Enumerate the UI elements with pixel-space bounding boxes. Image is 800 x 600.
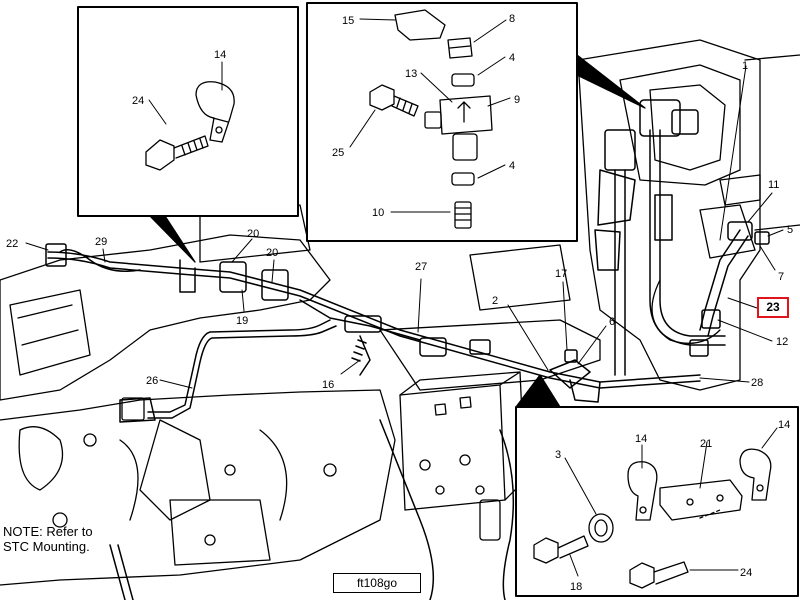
callout-2: 2 xyxy=(492,295,498,307)
callout-8: 8 xyxy=(509,13,515,25)
inset-clamp-detail xyxy=(77,6,299,263)
callout-28: 28 xyxy=(751,377,763,389)
inset-fitting-detail xyxy=(306,2,646,242)
callout-leader-lines xyxy=(25,18,784,577)
callout-19: 19 xyxy=(236,315,248,327)
callout-1: 1 xyxy=(742,60,748,72)
callout-14-inset-top: 14 xyxy=(214,49,226,61)
callout-4-lower: 4 xyxy=(509,160,515,172)
callout-5: 5 xyxy=(787,224,793,236)
callout-14-inset-bottom-mid: 14 xyxy=(635,433,647,445)
callout-13: 13 xyxy=(405,68,417,80)
callout-17: 17 xyxy=(555,268,567,280)
callout-14-inset-bottom-right: 14 xyxy=(778,419,790,431)
inset-bracket-detail xyxy=(515,374,799,597)
callout-6: 6 xyxy=(609,316,615,328)
callout-12: 12 xyxy=(776,336,788,348)
callout-11: 11 xyxy=(768,179,779,191)
callout-23-highlight-box xyxy=(757,297,789,318)
engine-body-drawing xyxy=(0,39,800,586)
callout-18: 18 xyxy=(570,581,582,593)
callout-26: 26 xyxy=(146,375,158,387)
callout-27: 27 xyxy=(415,261,427,273)
fuel-line-assembly xyxy=(45,99,770,600)
callout-23: 23 xyxy=(766,300,780,314)
callout-numbers: 1 2 3 4 4 5 6 7 8 9 10 11 12 13 14 14 14… xyxy=(6,13,793,593)
callout-16: 16 xyxy=(322,379,334,391)
callout-21: 21 xyxy=(700,438,712,450)
callout-25: 25 xyxy=(332,147,344,159)
callout-9: 9 xyxy=(514,94,520,106)
callout-24-inset-bottom: 24 xyxy=(740,567,752,579)
callout-20-right: 20 xyxy=(266,247,278,259)
callout-22: 22 xyxy=(6,238,18,250)
callout-20-left: 20 xyxy=(247,228,259,240)
mounting-note: NOTE: Refer to STC Mounting. xyxy=(3,524,93,554)
callout-3: 3 xyxy=(555,449,561,461)
callout-10: 10 xyxy=(372,207,384,219)
callout-29: 29 xyxy=(95,236,107,248)
callout-15: 15 xyxy=(342,15,354,27)
callout-24-inset-top: 24 xyxy=(132,95,144,107)
callout-7: 7 xyxy=(778,271,784,283)
callout-4-upper: 4 xyxy=(509,52,515,64)
figure-id-label: ft108go xyxy=(333,573,421,593)
